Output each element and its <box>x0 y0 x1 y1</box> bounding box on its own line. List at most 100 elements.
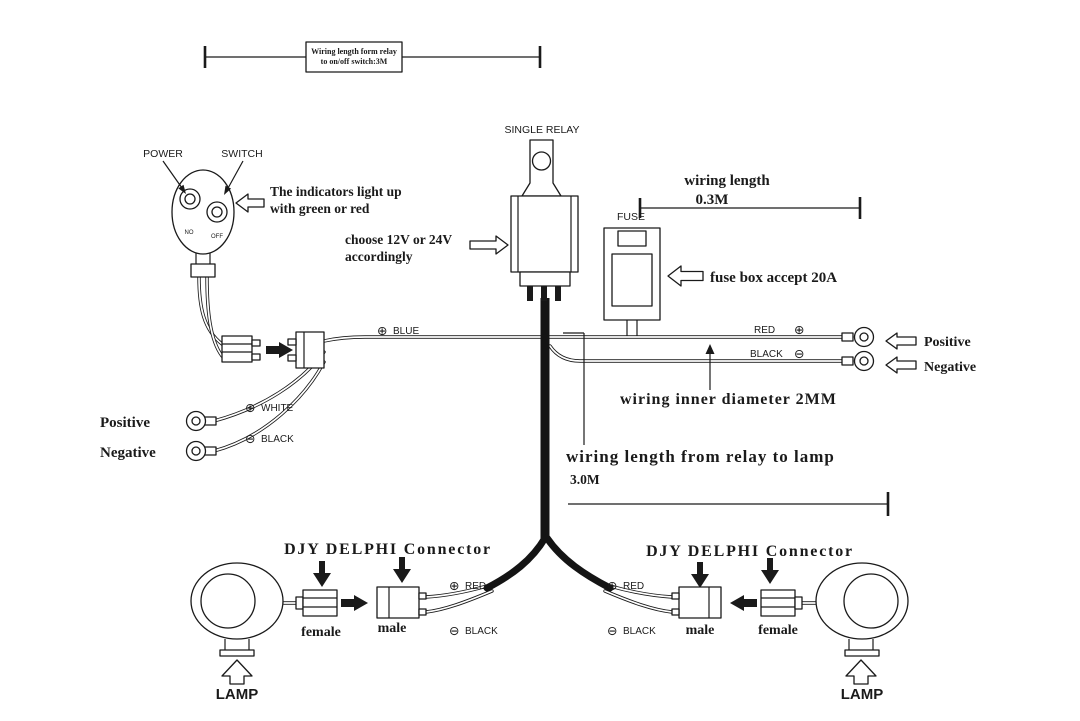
right-block-arrow-icon <box>469 235 509 255</box>
male-connector <box>376 586 420 619</box>
plug-arrow-icon <box>730 595 744 611</box>
left-block-arrow-icon <box>235 193 265 213</box>
battery-positive-label: Positive <box>924 335 971 350</box>
connector-pin <box>251 339 261 347</box>
left-negative-label: Negative <box>100 445 156 461</box>
black-wire-label: BLACK <box>261 434 294 445</box>
down-arrow-icon <box>697 562 703 575</box>
minus-icon: ⊖ <box>607 624 617 638</box>
choose-note-line2: accordingly <box>345 249 413 264</box>
switch-connector-b <box>295 331 325 369</box>
plus-icon: ⊕ <box>607 579 617 593</box>
battery-negative-label: Negative <box>924 360 976 375</box>
connector-pin <box>287 354 297 362</box>
left-lamp-label: LAMP <box>216 686 259 703</box>
main-harness <box>483 298 614 592</box>
power-pointer-head <box>178 184 186 194</box>
left-female-label: female <box>301 625 341 640</box>
up-block-arrow-icon <box>845 659 877 685</box>
diameter-note: wiring inner diameter 2MM <box>620 391 837 408</box>
left-male-label: male <box>378 621 407 636</box>
left-lamp-branch: DJY DELPHI Connector female male ⊕ RED ⊖… <box>190 541 498 703</box>
switch-connectors <box>221 331 325 369</box>
fuse-note: fuse box accept 20A <box>710 270 837 286</box>
dim03-value: 0.3M <box>696 192 729 208</box>
plug-arrow-icon <box>341 599 354 607</box>
dimension-0-3m: wiring length 0.3M <box>638 173 862 219</box>
battery-terminals: RED ⊕ BLACK ⊖ Positive Negative <box>750 323 976 375</box>
connector-entry <box>794 596 803 610</box>
plug-arrow-icon <box>266 346 279 354</box>
up-arrow-icon <box>705 344 715 354</box>
switch-stem-connector <box>190 263 216 278</box>
left-red-label: RED <box>465 581 486 592</box>
left-branch-wire <box>483 534 549 592</box>
left-block-arrow-icon <box>885 332 917 350</box>
annotation-fuse: fuse box accept 20A <box>667 265 837 287</box>
female-connector <box>302 589 338 617</box>
minus-icon: ⊖ <box>245 432 255 446</box>
left-block-arrow-icon <box>885 356 917 374</box>
plus-icon: ⊕ <box>794 323 804 337</box>
left-terminals: Positive Negative <box>100 410 217 462</box>
annotation-2mm: wiring inner diameter 2MM <box>620 344 837 408</box>
dim03-label: wiring length <box>684 173 770 189</box>
left-positive-label: Positive <box>100 415 150 431</box>
white-wire-label: WHITE <box>261 403 294 414</box>
right-lamp-lens <box>843 573 899 629</box>
fuse-label: FUSE <box>617 211 645 223</box>
black-wire-label: BLACK <box>750 349 783 360</box>
power-pointer <box>162 160 183 189</box>
down-arrow-icon <box>399 557 405 570</box>
down-arrow-icon <box>319 561 325 574</box>
connector-pin <box>418 608 427 616</box>
fuse-box: FUSE <box>603 211 661 321</box>
top-ruler: Wiring length form relay to on/off switc… <box>203 41 542 73</box>
annotation-choose-voltage: choose 12V or 24V accordingly <box>345 232 509 264</box>
connector-pin <box>671 608 680 616</box>
red-wire-label: RED <box>754 325 775 336</box>
relay-body <box>510 195 579 273</box>
dimension-3-0m: wiring length from relay to lamp 3.0M <box>563 332 890 516</box>
right-red-label: RED <box>623 581 644 592</box>
ruler-note-line1: Wiring length form relay <box>311 47 397 56</box>
minus-icon: ⊖ <box>794 347 804 361</box>
right-male-label: male <box>686 623 715 638</box>
black-wire-battery <box>548 344 854 363</box>
relay-socket <box>519 271 571 287</box>
left-block-arrow-icon <box>667 265 704 287</box>
fuse-window <box>611 253 653 307</box>
left-black-label: BLACK <box>465 626 498 637</box>
power-switch: NO OFF POWER SWITCH <box>143 148 263 278</box>
indicator-note-line2: with green or red <box>270 201 370 216</box>
up-block-arrow-icon <box>221 659 253 685</box>
choose-note-line1: choose 12V or 24V <box>345 232 452 247</box>
minus-icon: ⊖ <box>449 624 459 638</box>
switch-no-label: NO <box>185 230 194 236</box>
relay-pin <box>527 286 533 301</box>
relay: SINGLE RELAY <box>504 124 580 301</box>
connector-pin <box>287 338 297 346</box>
switch-off-label: OFF <box>211 234 223 240</box>
right-connector-title: DJY DELPHI Connector <box>646 543 854 560</box>
female-connector <box>760 589 796 617</box>
left-lamp-mount <box>219 649 255 657</box>
down-arrow-icon <box>767 558 773 571</box>
terminal-tail <box>841 332 854 342</box>
connector-pin <box>418 592 427 600</box>
male-connector <box>678 586 722 619</box>
switch-label: SWITCH <box>221 148 262 160</box>
relay-title: SINGLE RELAY <box>504 124 579 136</box>
fuse-latch <box>617 230 647 247</box>
terminal-tail <box>841 356 854 366</box>
left-connector-title: DJY DELPHI Connector <box>284 541 492 558</box>
plus-icon: ⊕ <box>245 401 255 415</box>
right-lamp-mount <box>844 649 880 657</box>
switch-pointer <box>226 160 244 191</box>
plus-icon: ⊕ <box>449 579 459 593</box>
connector-pin <box>251 353 261 361</box>
annotation-indicators: The indicators light up with green or re… <box>235 184 402 216</box>
ruler-note-line2: to on/off switch:3M <box>321 57 388 66</box>
